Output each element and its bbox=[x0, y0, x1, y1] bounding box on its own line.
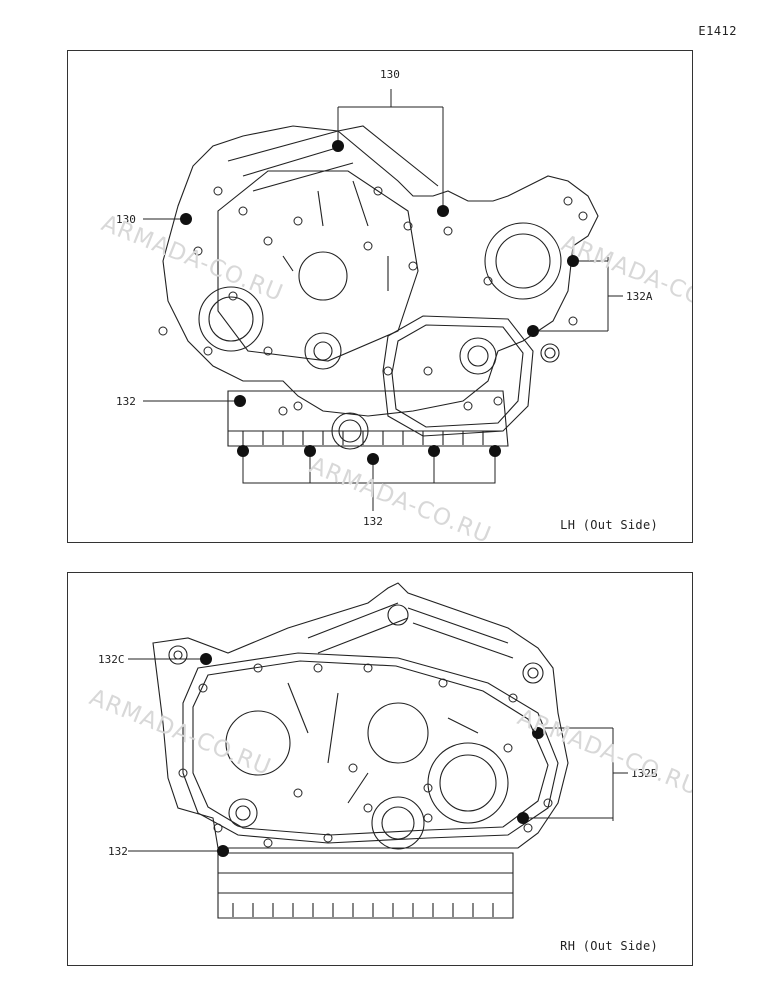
callout-132-left: 132 bbox=[116, 395, 136, 408]
callout-132B: 132B bbox=[631, 767, 658, 780]
watermark-5: ARMADA-CO.RU bbox=[514, 704, 692, 801]
rh-crankcase-panel: 132C 132B 132 ARMADA-CO.RU ARMADA-CO.RU … bbox=[67, 572, 693, 966]
rh-crankcase-drawing: 132C 132B 132 ARMADA-CO.RU ARMADA-CO.RU bbox=[86, 582, 692, 919]
lh-crankcase-drawing: 130 130 132A 132 132 ARMADA-CO.RU ARMADA… bbox=[98, 68, 692, 542]
watermark-1: ARMADA-CO.RU bbox=[98, 210, 287, 307]
lh-crankcase-panel: 130 130 132A 132 132 ARMADA-CO.RU ARMADA… bbox=[67, 50, 693, 543]
callout-130-left: 130 bbox=[116, 213, 136, 226]
rh-side-label: RH (Out Side) bbox=[560, 939, 658, 953]
lh-side-label: LH (Out Side) bbox=[560, 518, 658, 532]
callout-130-top: 130 bbox=[380, 68, 400, 81]
page-code: E1412 bbox=[698, 24, 737, 38]
callout-132C: 132C bbox=[98, 653, 125, 666]
watermark-3: ARMADA-CO.RU bbox=[558, 230, 692, 327]
watermark-4: ARMADA-CO.RU bbox=[86, 684, 275, 781]
callout-132-left-rh: 132 bbox=[108, 845, 128, 858]
watermark-2: ARMADA-CO.RU bbox=[306, 452, 495, 542]
callout-132-bottom: 132 bbox=[363, 515, 383, 528]
callout-132A: 132A bbox=[626, 290, 653, 303]
